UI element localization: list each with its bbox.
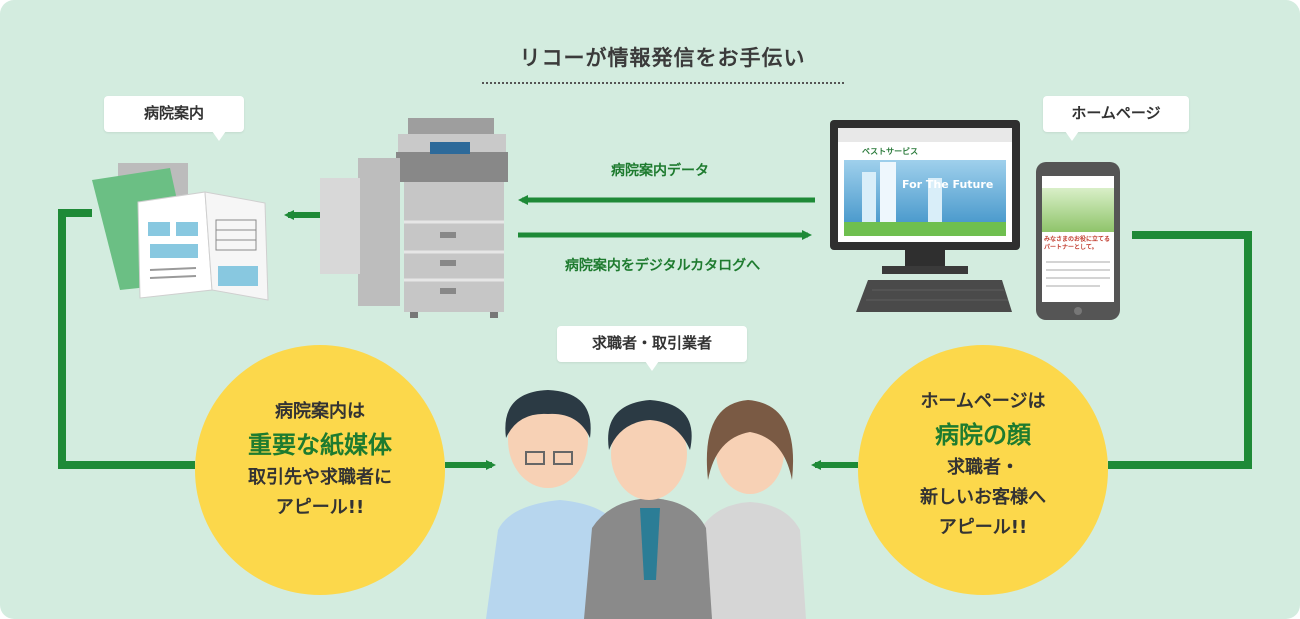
smartphone-illustration [1036,162,1120,320]
people-illustration [486,390,806,619]
right-circle-line-5: アピール!! [938,517,1028,538]
left-circle-highlight: 重要な紙媒体 [248,431,392,459]
left-loop-line [58,209,496,470]
tag-job-seekers-and-partners: 求職者・取引業者 [557,326,747,371]
diagram-title: リコーが情報発信をお手伝い [519,46,806,70]
screen-site-name: ベストサービス [862,147,919,156]
title-underline [482,82,844,84]
label-hospital-guide-data: 病院案内データ [611,163,709,179]
brochure-illustration [92,163,269,301]
tag-hospital-guide: 病院案内 [104,96,244,141]
label-to-digital-catalog: 病院案内をデジタルカタログへ [564,258,761,274]
left-callout-circle: 病院案内は 重要な紙媒体 取引先や求職者に アピール!! [195,345,445,595]
tag-homepage: ホームページ [1043,96,1189,141]
right-circle-line-1: ホームページは [920,391,1046,412]
phone-tagline: みなさまのお役に立てるパートナーとして。 [1044,236,1111,251]
screen-hero-text: For The Future [902,178,994,191]
right-circle-line-3: 求職者・ [947,457,1019,478]
right-circle-highlight: 病院の顔 [935,421,1031,449]
left-circle-line-4: アピール!! [275,497,365,518]
computer-illustration [830,120,1020,312]
left-circle-line-3: 取引先や求職者に [248,467,392,488]
right-circle-line-4: 新しいお客様へ [920,487,1046,508]
left-circle-line-1: 病院案内は [275,401,365,422]
right-loop-line [811,231,1252,470]
right-callout-circle: ホームページは 病院の顔 求職者・ 新しいお客様へ アピール!! [858,345,1108,595]
printer-illustration [320,118,508,318]
